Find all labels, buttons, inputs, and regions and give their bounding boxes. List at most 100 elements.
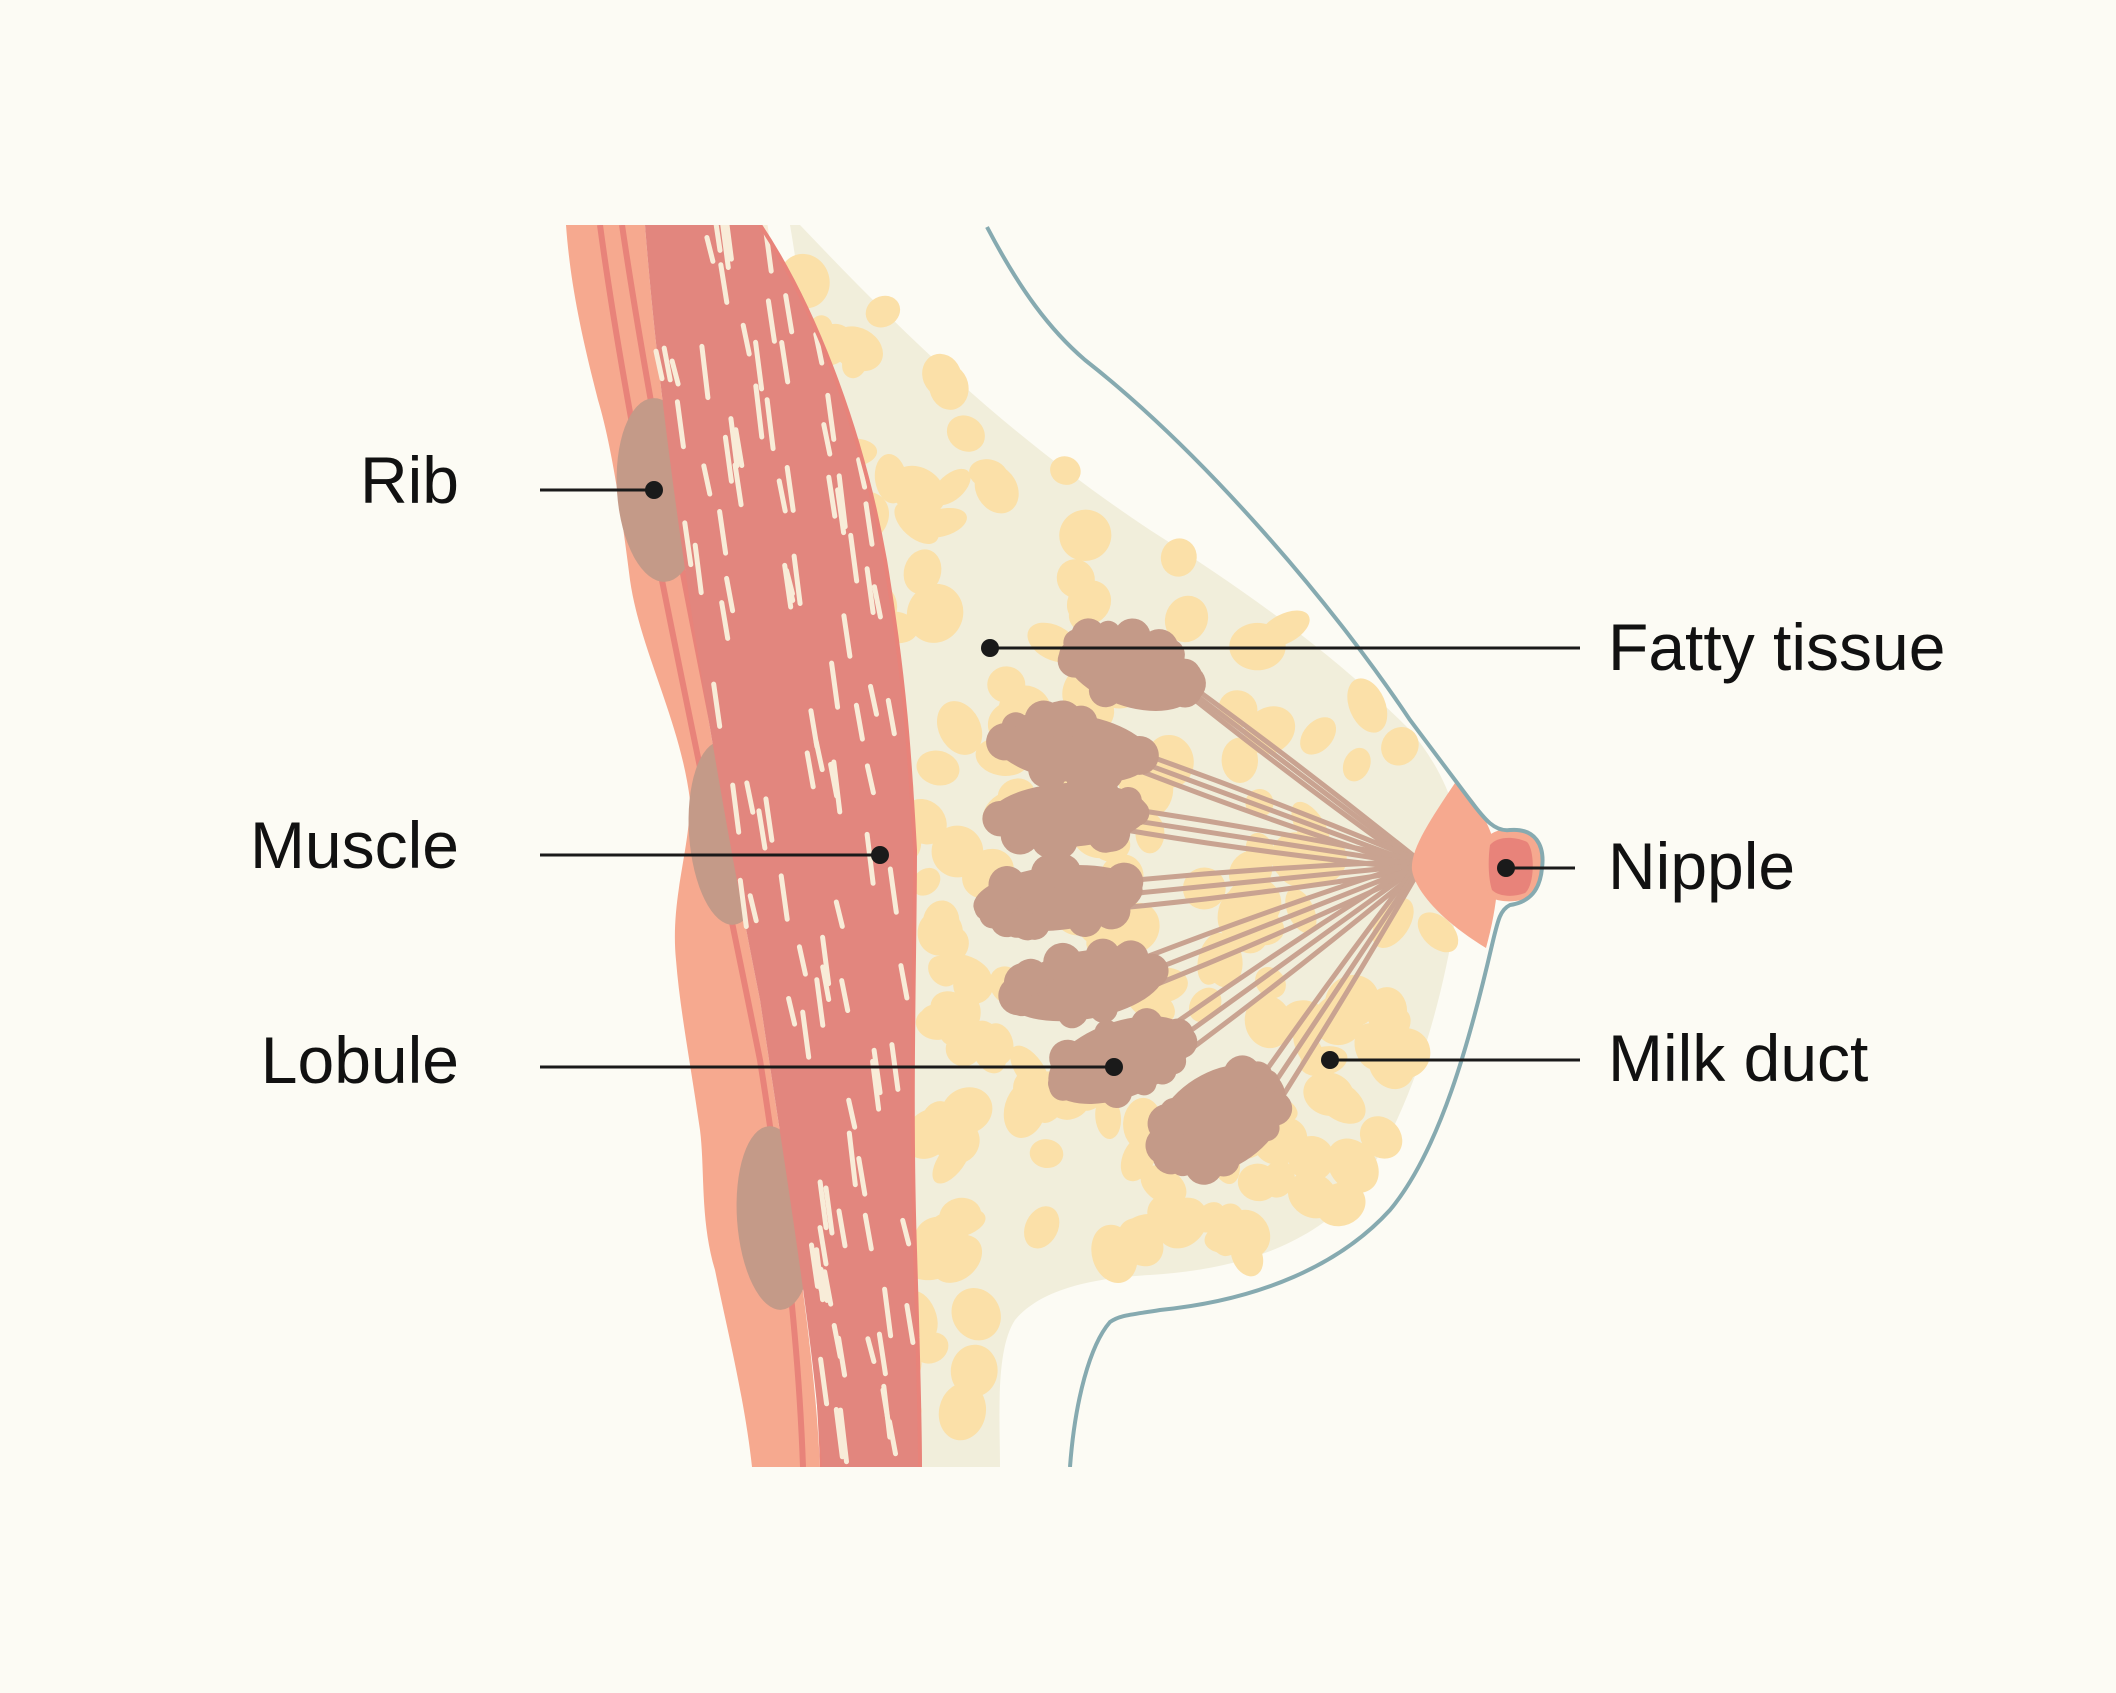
muscle-fiber-gap — [737, 877, 749, 929]
muscle-fiber-gap — [864, 831, 876, 886]
muscle-fiber-gap — [839, 978, 851, 1013]
muscle-fiber-gap — [820, 964, 832, 1002]
muscle-fiber-gap — [822, 1269, 834, 1307]
lobule-acinus — [1130, 1008, 1163, 1040]
muscle-fiber-gap — [728, 416, 740, 469]
muscle-fiber-gap — [719, 600, 731, 641]
lobule-acinus — [1160, 1097, 1188, 1126]
lobule-acinus — [1071, 618, 1106, 653]
muscle-fiber-gap — [904, 1303, 916, 1345]
lobule — [1047, 1008, 1198, 1109]
muscle-fiber-gap — [862, 1212, 874, 1252]
muscle-fiber-gap — [699, 343, 711, 401]
lobule — [1145, 1055, 1293, 1185]
muscle-fiber-gap — [826, 474, 838, 519]
muscle-fibers — [653, 225, 916, 1465]
lobule-acinus — [1031, 823, 1067, 858]
fat-lobe — [1316, 1182, 1366, 1227]
lobule-acinus — [1088, 673, 1123, 708]
muscle-fiber-gap — [653, 348, 665, 382]
muscle-fiber-gap — [661, 345, 673, 383]
muscle-fiber-gap — [796, 944, 808, 977]
muscle-fiber-gap — [669, 358, 681, 387]
fat-lobe — [906, 583, 964, 643]
muscle-fiber-gap — [846, 1097, 858, 1130]
muscle-fiber-gap — [838, 1407, 849, 1465]
label-rib: Rib — [359, 443, 459, 517]
fat-lobe — [1160, 538, 1197, 577]
muscle-fiber-gap — [836, 1335, 848, 1378]
fat-lobe — [1050, 456, 1081, 485]
lobule-acinus — [1131, 1070, 1157, 1096]
skin-outline — [985, 226, 1545, 1467]
fat-lobe — [1244, 995, 1292, 1049]
muscle-fiber-gap — [823, 1185, 835, 1236]
lobule-acinus — [988, 866, 1026, 904]
muscle-fiber-gap — [733, 427, 745, 468]
muscle-fiber-gap — [864, 566, 876, 615]
leader-dot — [1105, 1058, 1123, 1076]
fat-lobe — [1314, 1078, 1366, 1124]
muscle-fiber-gap — [724, 225, 734, 262]
fat-lobe — [1120, 1213, 1174, 1249]
muscle-fiber-gap — [836, 473, 848, 530]
fat-lobe — [1222, 741, 1252, 771]
label-lobule: Lobule — [260, 1023, 459, 1097]
muscle-fiber-gap — [744, 780, 756, 815]
fat-lobe — [1347, 678, 1388, 733]
muscle-fiber-gap — [763, 796, 775, 843]
muscle-fiber-gap — [724, 575, 736, 614]
lobule-acinus — [986, 723, 1024, 761]
label-nipple: Nipple — [1608, 829, 1796, 903]
muscle-fiber-gap — [856, 457, 868, 490]
muscle-fiber-gap — [778, 873, 790, 922]
muscle-fiber-gap — [804, 750, 816, 790]
muscle-fiber-gap — [853, 702, 865, 742]
muscle-fiber-gap — [863, 501, 875, 547]
muscle-fiber-gap — [704, 235, 716, 264]
fat-lobe — [950, 1344, 998, 1397]
lobule-acinus — [1092, 813, 1131, 852]
muscle-fiber-gap — [674, 399, 686, 450]
fat-lobe — [1255, 967, 1286, 999]
fat-lobe — [941, 1087, 993, 1135]
label-muscle: Muscle — [249, 808, 459, 882]
fat-lobe — [931, 825, 984, 878]
muscle-fiber-gap — [836, 1208, 848, 1249]
muscle-fiber-gap — [871, 1047, 883, 1096]
muscle-fiber-gap — [818, 1356, 830, 1407]
fat-lobe — [916, 750, 960, 786]
muscle-fiber-gap — [820, 934, 832, 987]
muscle-fiber-gap — [898, 963, 910, 1001]
fat-lobe — [831, 326, 883, 372]
muscle-fiber-gap — [841, 613, 853, 659]
fat-lobe — [1379, 1028, 1431, 1079]
lobule-acinus — [1095, 620, 1121, 646]
muscle-fiber-gap — [800, 1009, 812, 1060]
muscle-fiber-gap — [791, 553, 803, 606]
fat-lobe — [1261, 1160, 1295, 1198]
lobule-acinus — [1024, 700, 1064, 740]
muscle-fiber-gap — [786, 996, 798, 1027]
muscle-fiber-gap — [783, 293, 795, 335]
fat-lobe — [951, 1288, 1001, 1341]
lobule-acinus — [1089, 994, 1118, 1023]
fat-lobe — [946, 415, 985, 452]
label-milk-duct: Milk duct — [1608, 1021, 1869, 1095]
leader-dot — [871, 846, 889, 864]
lobule-acinus — [1007, 908, 1037, 939]
lobule-acinus — [1045, 854, 1081, 890]
fat-lobe — [1029, 1139, 1064, 1169]
muscle-fiber-gap — [900, 1217, 912, 1247]
muscle-fiber-gap — [740, 322, 752, 357]
lobule-acinus — [1031, 753, 1068, 790]
muscle-fiber-gap — [776, 478, 788, 514]
fat-lobe — [1359, 1116, 1403, 1159]
areola — [1411, 783, 1498, 948]
muscle-fiber-gap — [887, 866, 899, 915]
fat-lobe — [1381, 727, 1419, 766]
lobule-acinus — [1012, 958, 1049, 995]
fat-lobe — [1357, 1036, 1386, 1066]
